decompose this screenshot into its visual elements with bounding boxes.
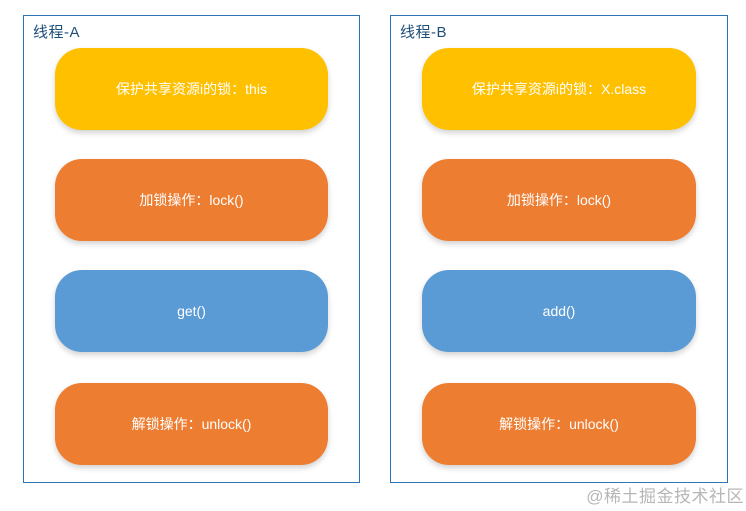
thread-b-unlock-operation-box: 解锁操作：unlock() xyxy=(422,383,696,465)
thread-a-lock-operation-label: 加锁操作：lock() xyxy=(139,191,244,208)
thread-b-panel: 线程-B 保护共享资源i的锁：X.class 加锁操作：lock() add()… xyxy=(390,15,728,483)
thread-b-lock-object-label: 保护共享资源i的锁：X.class xyxy=(471,80,647,97)
thread-a-panel: 线程-A 保护共享资源i的锁：this 加锁操作：lock() get() 解锁… xyxy=(23,15,360,483)
thread-b-lock-operation-label: 加锁操作：lock() xyxy=(506,191,612,208)
thread-b-method-box: add() xyxy=(422,270,696,352)
thread-b-unlock-operation-label: 解锁操作：unlock() xyxy=(499,415,619,432)
thread-a-lock-object-label: 保护共享资源i的锁：this xyxy=(116,80,267,97)
thread-a-method-box: get() xyxy=(55,270,328,352)
thread-a-unlock-operation-box: 解锁操作：unlock() xyxy=(55,383,328,465)
thread-a-lock-object-box: 保护共享资源i的锁：this xyxy=(55,48,328,130)
thread-b-lock-object-box: 保护共享资源i的锁：X.class xyxy=(422,48,696,130)
thread-b-method-label: add() xyxy=(542,302,576,319)
thread-a-lock-operation-box: 加锁操作：lock() xyxy=(55,159,328,241)
thread-a-unlock-operation-label: 解锁操作：unlock() xyxy=(131,415,252,432)
thread-a-title: 线程-A xyxy=(33,24,81,41)
watermark: @稀土掘金技术社区 xyxy=(586,487,744,506)
thread-a-method-label: get() xyxy=(177,302,206,319)
thread-b-title: 线程-B xyxy=(400,24,448,41)
thread-b-lock-operation-box: 加锁操作：lock() xyxy=(422,159,696,241)
